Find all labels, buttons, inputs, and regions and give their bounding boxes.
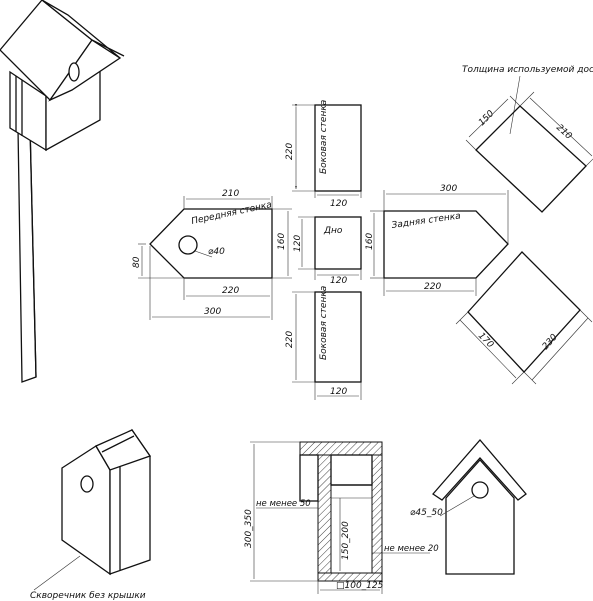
dim-roof2-a: 170 bbox=[476, 331, 495, 350]
side-wall-bottom: Боковая стенка 220 120 bbox=[285, 286, 362, 400]
front-hole bbox=[178, 235, 198, 255]
dim-front-top-w: 210 bbox=[222, 189, 239, 199]
dim-side-bot-w: 120 bbox=[330, 387, 347, 397]
side-wall-top-label: Боковая стенка bbox=[319, 100, 329, 174]
dim-bottom-h: 120 bbox=[293, 235, 303, 252]
dim-section-base: □100_125 bbox=[336, 581, 384, 591]
front-wall-label: Передняя стенка bbox=[191, 200, 273, 227]
side-wall-top: Боковая стенка 220 120 bbox=[285, 100, 362, 209]
birdhouse-no-roof: Скворечник без крышки bbox=[30, 428, 152, 601]
roof-panel-2: 170 230 bbox=[455, 251, 593, 385]
board-thickness-note: Толщина используемой доски 20 мм bbox=[462, 65, 593, 75]
side-wall-bottom-label: Боковая стенка bbox=[319, 286, 329, 360]
front-elevation: ⌀45_50 bbox=[410, 439, 527, 575]
bottom-label: Дно bbox=[323, 226, 343, 236]
birdhouse-on-pole bbox=[0, 0, 125, 383]
back-wall: Задняя стенка 300 160 220 bbox=[365, 184, 509, 296]
birdhouse-no-roof-label: Скворечник без крышки bbox=[30, 591, 146, 601]
dim-side-top-w: 120 bbox=[330, 199, 347, 209]
dim-back-bottom-w: 220 bbox=[424, 282, 441, 292]
dim-entrance-hole: ⌀45_50 bbox=[410, 508, 443, 518]
dim-section-inner: 150_200 bbox=[341, 521, 351, 560]
dim-section-min50: не менее 50 bbox=[256, 499, 311, 509]
front-wall: ⌀40 Передняя стенка 210 80 160 220 300 bbox=[132, 189, 292, 320]
dim-section-min20: не менее 20 bbox=[384, 544, 439, 554]
front-face-3d bbox=[61, 445, 111, 576]
dim-back-left-h: 160 bbox=[365, 233, 375, 250]
back-wall-label: Задняя стенка bbox=[391, 211, 461, 231]
dim-front-bottom-w: 220 bbox=[222, 286, 239, 296]
dim-front-hole: ⌀40 bbox=[208, 247, 225, 257]
dim-front-right-h: 160 bbox=[277, 233, 287, 250]
dim-side-bot-h: 220 bbox=[285, 331, 295, 348]
entrance-hole-3d bbox=[68, 62, 80, 82]
roof-panel-1: Толщина используемой доски 20 мм 150 210 bbox=[462, 65, 593, 213]
dim-section-height: 300_350 bbox=[244, 509, 254, 548]
bottom-piece: Дно 120 120 bbox=[293, 216, 362, 286]
dim-side-top-h: 220 bbox=[285, 143, 295, 160]
dim-front-left-h: 80 bbox=[132, 256, 142, 268]
dim-front-total-w: 300 bbox=[204, 307, 221, 317]
entrance-hole-3d-2 bbox=[80, 475, 94, 493]
section-view: 300_350 не менее 50 150_200 не менее 20 … bbox=[244, 441, 439, 594]
dim-roof1-a: 150 bbox=[477, 109, 496, 128]
entrance-hole-front bbox=[471, 481, 489, 499]
dim-bottom-w: 120 bbox=[330, 276, 347, 286]
dim-back-top-w: 300 bbox=[440, 184, 457, 194]
